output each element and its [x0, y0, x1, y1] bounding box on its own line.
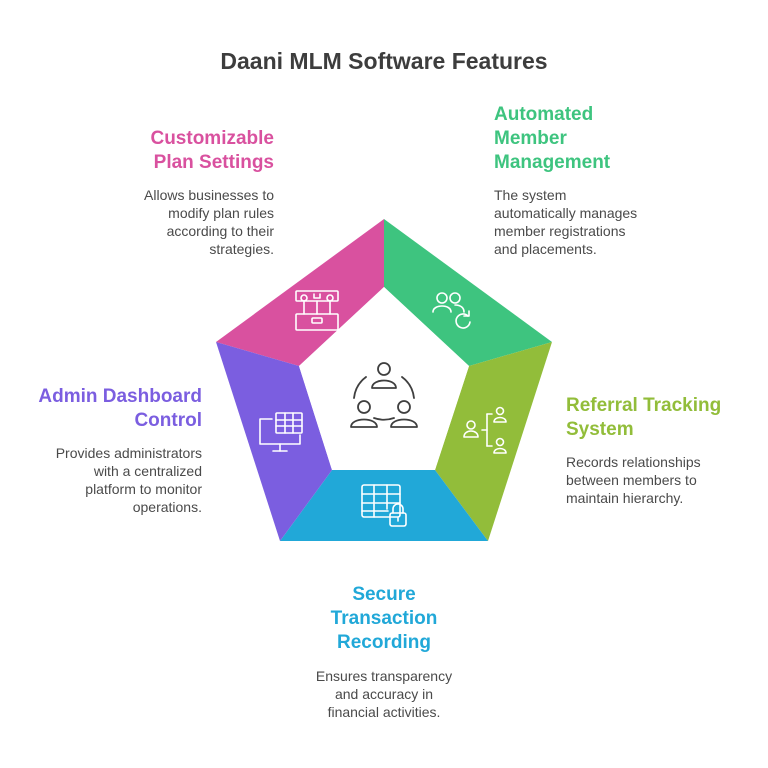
network-users-icon	[350, 362, 418, 428]
center-pentagon	[299, 287, 469, 470]
toolbox-icon	[295, 290, 339, 331]
feature-title-admin-dashboard: Admin Dashboard Control	[38, 386, 202, 431]
segment-secure-transaction	[280, 470, 488, 541]
feature-desc-referral-tracking: Records relationships between members to…	[566, 454, 701, 506]
segment-automated-member	[384, 219, 552, 366]
feature-desc-admin-dashboard: Provides administrators with a centraliz…	[55, 445, 202, 515]
feature-desc-secure-transaction: Ensures transparency and accuracy in fin…	[315, 668, 453, 720]
segment-customizable-plan	[216, 219, 384, 366]
feature-title-automated-member: Automated Member Management	[494, 104, 611, 173]
feature-desc-customizable-plan: Allows businesses to modify plan rules a…	[144, 187, 274, 257]
segment-admin-dashboard	[216, 342, 332, 541]
feature-title-customizable-plan: Customizable Plan Settings	[150, 128, 274, 173]
feature-title-referral-tracking: Referral Tracking System	[566, 395, 722, 440]
table-lock-icon	[361, 484, 407, 527]
page-title: Daani MLM Software Features	[220, 48, 548, 74]
referral-tree-icon	[463, 406, 507, 454]
monitor-table-icon	[259, 412, 303, 452]
users-refresh-icon	[432, 292, 471, 329]
feature-desc-automated-member: The system automatically manages member …	[494, 187, 638, 257]
segment-referral-tracking	[435, 342, 552, 541]
feature-title-secure-transaction: Secure Transaction Recording	[330, 584, 438, 653]
